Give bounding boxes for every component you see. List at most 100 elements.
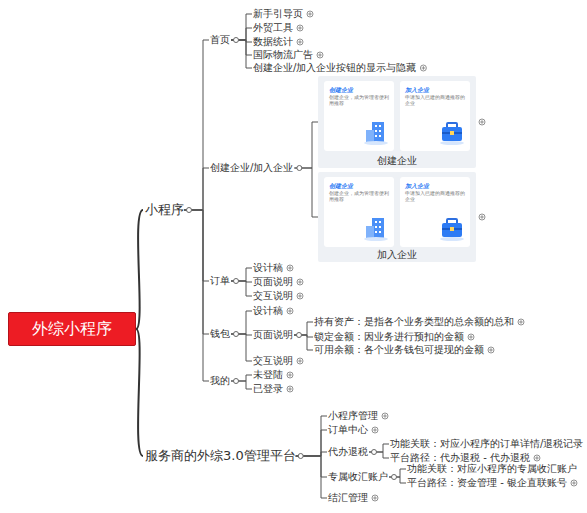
map-item: 国际物流广告	[252, 49, 314, 61]
expand-plus	[383, 414, 387, 418]
map-item: 平台路径：代办退税 - 代办退税	[389, 452, 531, 464]
topic-text: 我的	[210, 375, 230, 386]
topic-text: 功能关联：对应小程序的专属收汇账户	[407, 463, 577, 474]
expand-marker	[297, 358, 303, 364]
fold-marker	[234, 332, 239, 337]
expand-marker	[571, 480, 577, 486]
map-item: 我的	[209, 375, 231, 387]
topic-text: 交互说明	[253, 355, 293, 366]
topic-text: 数据统计	[253, 36, 293, 47]
branch-line	[231, 311, 252, 334]
map-item: 代办退税	[327, 446, 369, 458]
map-item: 专属收汇账户	[327, 471, 389, 483]
branch-line	[184, 210, 209, 381]
card-title: 加入企业	[405, 182, 470, 189]
expand-marker	[534, 455, 540, 461]
map-item: 平台路径：资金管理 - 银企直联账号	[406, 477, 568, 489]
topic-text: 创建企业/加入企业	[210, 162, 293, 173]
map-item: 功能关联：对应小程序的专属收汇账户	[406, 463, 578, 475]
topic-text: 设计稿	[253, 305, 283, 316]
branch-line	[184, 210, 209, 334]
expand-marker	[479, 214, 485, 220]
map-item: 钱包	[209, 328, 231, 340]
option-card: 加入企业申请加入已建的商通推荐的企业	[400, 177, 470, 247]
branch-line	[231, 14, 252, 40]
screenshot-panel: 创建企业创建企业创建企业，成为管理者便利用推荐加入企业申请加入已建的商通推荐的企…	[318, 76, 476, 168]
branch-line	[231, 334, 252, 361]
map-item: 订单中心	[327, 424, 369, 436]
card-title: 创建企业	[329, 182, 394, 189]
expand-plus	[422, 66, 426, 70]
branch-line	[184, 40, 209, 210]
fold-marker	[297, 166, 302, 171]
topic-text: 外综小程序	[32, 319, 112, 340]
expand-marker	[382, 413, 388, 419]
topic-text: 代办退税	[328, 446, 368, 457]
expand-marker	[479, 119, 485, 125]
branch-topic: 小程序	[145, 202, 184, 218]
card-icon	[364, 118, 388, 146]
expand-plus	[288, 373, 292, 377]
topic-text: 设计稿	[253, 262, 283, 273]
branch-line	[136, 210, 143, 329]
expand-marker	[287, 308, 293, 314]
map-item: 页面说明	[252, 276, 294, 288]
card-icon	[440, 118, 464, 146]
card-title: 加入企业	[405, 86, 470, 93]
map-item: 已登录	[252, 383, 284, 395]
topic-text: 结汇管理	[328, 492, 368, 503]
expand-marker	[287, 372, 293, 378]
expand-marker	[372, 427, 378, 433]
card-desc: 创建企业，成为管理者便利用推荐	[329, 191, 389, 203]
fold-marker	[187, 208, 192, 213]
card-desc: 申请加入已建的商通推荐的企业	[405, 191, 465, 203]
fold-marker	[372, 450, 377, 455]
fold-marker	[234, 379, 239, 384]
expand-plus	[298, 40, 302, 44]
card-icon	[440, 214, 464, 242]
topic-text: 已登录	[253, 383, 283, 394]
expand-marker	[317, 52, 323, 58]
expand-marker	[488, 347, 494, 353]
card-title: 创建企业	[329, 86, 394, 93]
expand-plus	[288, 266, 292, 270]
panel-caption: 创建企业	[318, 155, 476, 167]
map-item: 未登陆	[252, 369, 284, 381]
map-item: 创建企业/加入企业	[209, 162, 294, 174]
branch-line	[184, 168, 209, 210]
expand-marker	[297, 279, 303, 285]
branch-line	[296, 430, 327, 456]
map-item: 设计稿	[252, 262, 284, 274]
branch-line	[296, 416, 327, 456]
option-card: 创建企业创建企业，成为管理者便利用推荐	[324, 177, 394, 247]
topic-text: 持有资产：是指各个业务类型的总余额的总和	[314, 316, 514, 327]
expand-plus	[298, 294, 302, 298]
expand-plus	[535, 456, 539, 460]
expand-marker	[297, 25, 303, 31]
expand-plus	[308, 12, 312, 16]
screenshot-panel: 加入企业 创建企业创建企业，成为管理者便利用推荐加入企业申请加入已建的商通推荐的企…	[318, 172, 476, 262]
branch-line	[184, 210, 209, 281]
topic-text: 国际物流广告	[253, 49, 313, 60]
map-item: 持有资产：是指各个业务类型的总余额的总和	[313, 316, 515, 328]
expand-plus	[298, 359, 302, 363]
expand-marker	[287, 265, 293, 271]
topic-text: 功能关联：对应小程序的订单详情/退税记录	[390, 438, 583, 449]
expand-plus	[318, 53, 322, 57]
expand-plus	[298, 26, 302, 30]
expand-plus	[469, 335, 473, 339]
expand-marker	[372, 495, 378, 501]
map-item: 结汇管理	[327, 492, 369, 504]
map-item: 交互说明	[252, 290, 294, 302]
option-card: 加入企业申请加入已建的商通推荐的企业	[400, 81, 470, 151]
map-item: 数据统计	[252, 36, 294, 48]
topic-text: 平台路径：代办退税 - 代办退税	[390, 452, 530, 463]
option-card: 创建企业创建企业，成为管理者便利用推荐	[324, 81, 394, 151]
map-item: 页面说明	[252, 329, 294, 341]
topic-text: 服务商的外综3.0管理平台	[145, 448, 296, 463]
fold-marker	[392, 475, 397, 480]
map-item: 锁定金额：因业务进行预扣的金额	[313, 331, 465, 343]
topic-text: 钱包	[210, 328, 230, 339]
topic-text: 首页	[210, 34, 230, 45]
